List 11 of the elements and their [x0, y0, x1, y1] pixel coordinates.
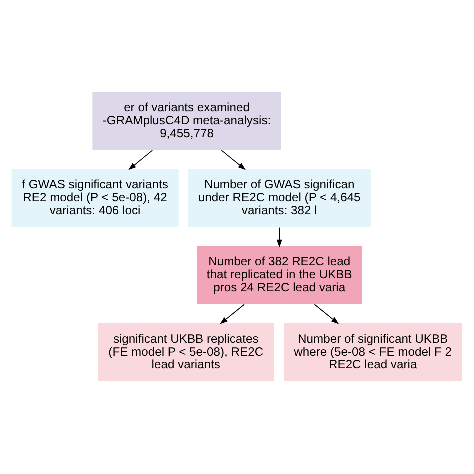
- node-box: significant UKBB replicates (FE model P < 5e-08), RE2C lead variants: [98, 324, 274, 382]
- node-box: er of variants examined -GRAMplusC4D meta-analysis: 9,455,778: [92, 92, 282, 150]
- node-box: Number of GWAS significan under RE2C model (P < 4,645 variants: 382 l: [188, 170, 371, 228]
- node-box: Number of significant UKBB where (5e-08 < FE model F 2 RE2C lead varia: [284, 324, 462, 382]
- node-box: f GWAS significant variants RE2 model (P < 5e-08), 42 variants: 406 loci: [12, 170, 179, 228]
- arrow: [128, 150, 154, 170]
- arrow: [276, 227, 282, 248]
- arrow: [314, 304, 340, 324]
- node-box: Number of 382 RE2C lead that replicated in the UKBB pros 24 RE2C lead varia: [196, 246, 362, 304]
- arrow: [221, 150, 246, 170]
- arrow: [220, 304, 245, 324]
